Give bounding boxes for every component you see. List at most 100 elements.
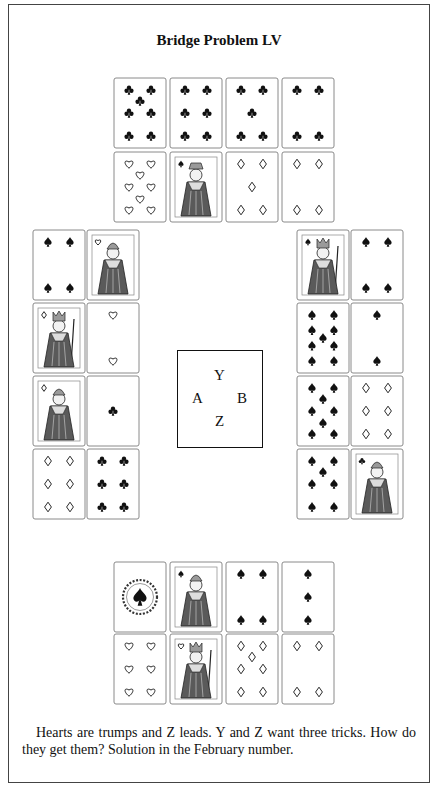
court-headdress xyxy=(190,575,202,581)
suit-pip xyxy=(45,502,52,512)
card-face xyxy=(226,152,278,222)
spade-shape xyxy=(308,325,315,335)
ace-ring xyxy=(127,584,154,611)
diamond-shape xyxy=(260,641,267,651)
diamond-shape xyxy=(238,687,245,697)
club-lobe xyxy=(97,506,101,510)
heart-shape xyxy=(125,207,133,214)
court-robe xyxy=(308,260,338,294)
club-lobe xyxy=(207,112,211,116)
suit-pip xyxy=(330,406,337,416)
ace-wreath xyxy=(123,580,157,614)
club-lobe xyxy=(97,483,101,487)
suit-pip xyxy=(247,109,256,118)
court-collar xyxy=(369,479,385,487)
heart-shape xyxy=(136,172,144,179)
court-collar xyxy=(188,664,204,672)
suit-pip xyxy=(202,132,211,141)
suit-pip xyxy=(125,666,133,673)
suit-pip xyxy=(319,333,326,343)
suit-pip xyxy=(180,109,189,118)
playing-card xyxy=(33,303,85,373)
club-lobe xyxy=(119,506,123,510)
playing-card xyxy=(351,230,403,300)
club-stem xyxy=(184,113,187,118)
club-lobe xyxy=(151,135,155,139)
spade-shape xyxy=(330,310,337,320)
club-lobe xyxy=(241,89,245,93)
spade-shape xyxy=(319,418,326,428)
card-face xyxy=(297,449,349,519)
suit-pip xyxy=(109,358,117,365)
heart-shape xyxy=(178,644,184,649)
card-face xyxy=(351,449,403,519)
robe-stripe xyxy=(189,673,191,697)
suit-pip xyxy=(304,569,311,579)
playing-card xyxy=(226,78,278,148)
suit-pip xyxy=(125,207,133,214)
robe-stripe xyxy=(189,191,191,215)
suit-pip xyxy=(124,132,133,141)
robe-stripe xyxy=(196,191,197,215)
card-face xyxy=(282,78,334,148)
suit-pip xyxy=(67,479,74,489)
suit-pip xyxy=(119,503,128,512)
club-lobe xyxy=(124,460,128,464)
suit-pip xyxy=(42,312,47,319)
suit-pip xyxy=(330,429,337,439)
suit-pip xyxy=(125,689,133,696)
club-lobe xyxy=(102,506,106,510)
diamond-shape xyxy=(294,205,301,215)
diamond-shape xyxy=(249,652,256,662)
suit-pip xyxy=(42,385,47,392)
playing-card xyxy=(351,376,403,446)
suit-pip xyxy=(308,502,315,512)
club-lobe xyxy=(97,460,101,464)
club-stem xyxy=(128,136,131,141)
club-lobe xyxy=(102,460,106,464)
club-lobe xyxy=(247,112,251,116)
court-robe xyxy=(181,182,211,216)
club-stem xyxy=(318,136,321,141)
playing-card xyxy=(170,634,222,704)
robe-stripe xyxy=(64,415,66,439)
club-stem xyxy=(128,90,131,95)
club-stem xyxy=(184,90,187,95)
spade-shape xyxy=(305,239,310,246)
club-lobe xyxy=(119,483,123,487)
club-lobe xyxy=(297,89,301,93)
spade-shape xyxy=(304,569,311,579)
playing-card xyxy=(351,449,403,519)
diamond-shape xyxy=(316,687,323,697)
suit-pip xyxy=(260,687,267,697)
club-lobe xyxy=(151,89,155,93)
robe-stripe xyxy=(52,415,54,439)
spade-shape xyxy=(330,456,337,466)
club-lobe xyxy=(140,100,144,104)
club-stem xyxy=(184,136,187,141)
club-stem xyxy=(361,461,363,464)
diamond-shape xyxy=(363,383,370,393)
card-face xyxy=(33,230,85,300)
spade-shape xyxy=(330,356,337,366)
spade-shape xyxy=(384,237,391,247)
seat-letter: B xyxy=(237,390,247,407)
court-collar xyxy=(51,406,67,414)
spade-shape xyxy=(330,325,337,335)
diamond-shape xyxy=(45,479,52,489)
spade-shape xyxy=(319,467,326,477)
club-lobe xyxy=(185,135,189,139)
playing-card xyxy=(282,562,334,632)
diamond-shape xyxy=(316,205,323,215)
diamond-shape xyxy=(67,456,74,466)
heart-shape xyxy=(125,184,133,191)
club-lobe xyxy=(151,112,155,116)
playing-card xyxy=(87,230,139,300)
suit-pip xyxy=(384,283,391,293)
suit-pip xyxy=(178,644,184,649)
card-face xyxy=(170,78,222,148)
suit-pip xyxy=(259,569,266,579)
suit-pip xyxy=(66,283,73,293)
diamond-shape xyxy=(294,687,301,697)
heart-shape xyxy=(109,312,117,319)
